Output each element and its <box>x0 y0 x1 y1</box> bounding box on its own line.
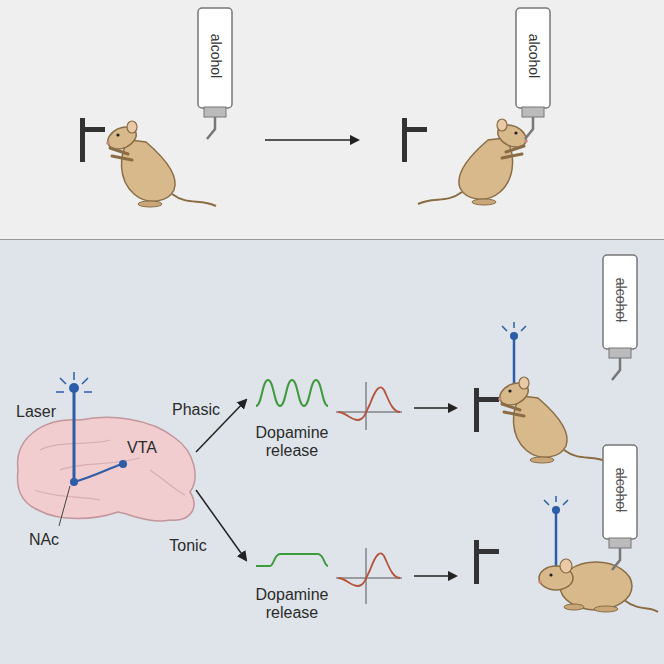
alcohol-bottle <box>198 8 232 139</box>
sequence-arrow <box>265 139 358 141</box>
signal-label: Dopamine release <box>250 586 334 621</box>
signal-label: Dopamine release <box>250 424 334 459</box>
lever <box>402 118 427 162</box>
top-panel <box>0 0 664 239</box>
mouse-pressing-lever <box>104 121 216 207</box>
alcohol-bottle-withdrawn <box>603 445 637 570</box>
mode-label: Phasic <box>172 401 220 419</box>
bottom-panel <box>0 240 664 664</box>
vta-nac-projection <box>74 464 122 482</box>
bottle-label: alcohol <box>525 34 540 78</box>
bottle-label-withdrawn: alcohol <box>612 468 627 512</box>
brain-sagittal <box>18 417 195 520</box>
response-graph <box>336 548 402 604</box>
phasic-waveform <box>256 380 328 406</box>
outcome-arrow <box>414 575 456 577</box>
alcohol-bottle <box>516 8 550 139</box>
region-label: NAc <box>29 531 59 549</box>
mouse-sitting <box>538 559 658 612</box>
lever <box>474 388 499 432</box>
lever <box>474 540 499 584</box>
vta-site <box>119 460 127 468</box>
mouse-pressing-lever <box>496 377 608 463</box>
alcohol-bottle-withdrawn <box>603 255 637 380</box>
mouse-drinking <box>418 119 530 205</box>
mode-label: Tonic <box>169 537 206 555</box>
head-laser <box>544 496 568 566</box>
tonic-waveform <box>256 554 328 566</box>
lever <box>80 118 105 162</box>
leader-line <box>59 486 70 526</box>
laser-label: Laser <box>16 403 56 421</box>
optogenetic-laser <box>56 372 92 480</box>
panel-divider <box>0 239 664 240</box>
bottle-label-withdrawn: alcohol <box>612 278 627 322</box>
outcome-arrow <box>414 407 456 409</box>
region-label: VTA <box>127 439 157 457</box>
bottle-label: alcohol <box>207 34 222 78</box>
response-graph <box>336 382 402 430</box>
nac-site <box>70 478 78 486</box>
